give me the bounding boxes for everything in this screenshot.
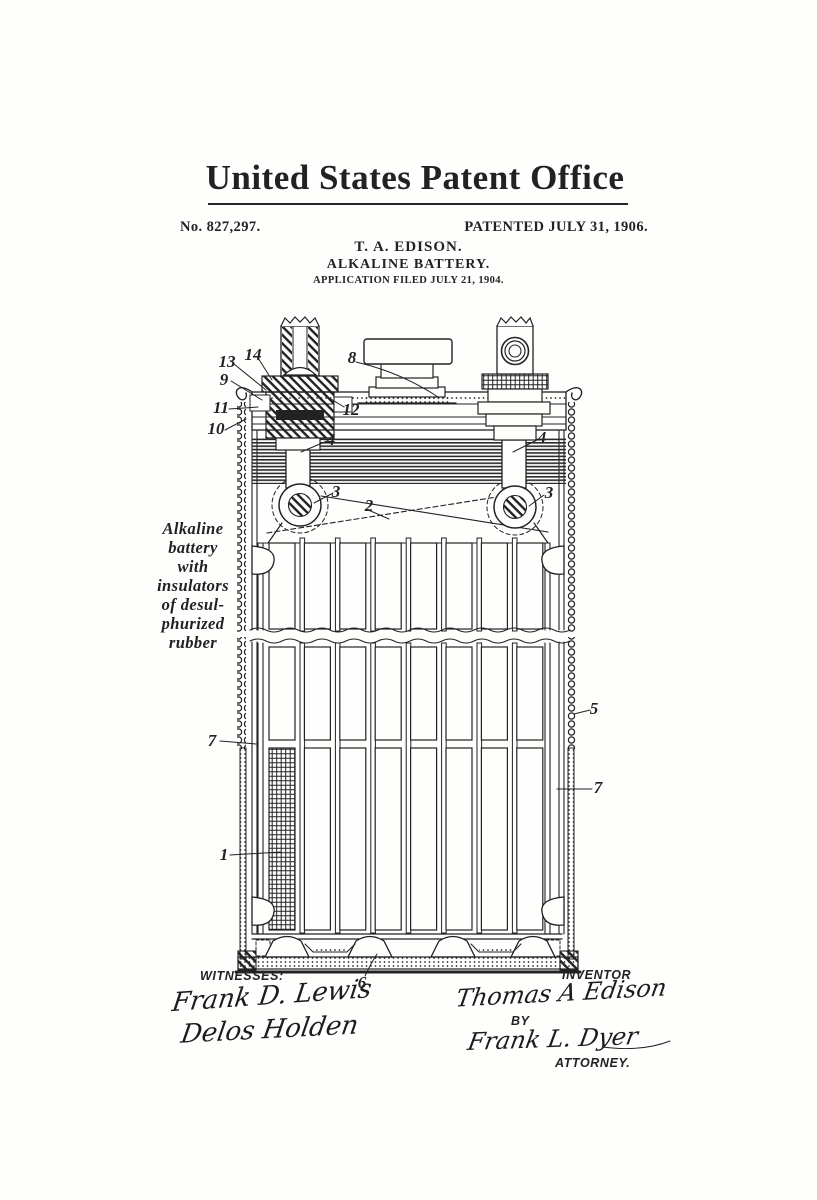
ref-label-9: 9 [220,370,229,389]
bottom-assembly [234,933,582,974]
connection-bosses [278,483,537,529]
ref-label-10: 10 [208,419,226,438]
ref-label-13: 13 [219,352,237,371]
plate-stack-upper [257,537,551,632]
ref-label-7-left: 7 [208,731,218,750]
application-filed-line: APPLICATION FILED JULY 21, 1904. [313,275,504,286]
ref-label-3-left: 3 [331,482,341,501]
applicant-name: T. A. EDISON. [354,239,463,255]
drawing-break [249,627,571,644]
right-terminal [477,316,551,441]
ref-label-8: 8 [348,348,357,367]
attorney-label: ATTORNEY. [555,1056,631,1070]
ref-label-7-right: 7 [594,778,604,797]
filler-cap [357,338,457,404]
margin-note: Alkaline battery with insulators of desu… [157,519,229,652]
ref-label-14: 14 [245,345,262,364]
ref-label-4-left: 4 [326,430,336,449]
page-title: United States Patent Office [205,158,625,197]
ref-label-6: 6 [358,973,367,992]
ref-label-11: 11 [213,398,229,417]
ref-label-4-right: 4 [537,428,547,447]
title-underline [208,203,628,206]
patent-number: No. 827,297. [180,219,261,235]
witnesses-label: WITNESSES: [200,969,284,983]
patented-date: PATENTED JULY 31, 1906. [464,219,648,235]
ref-label-3-right: 3 [544,483,554,502]
left-terminal [249,316,353,451]
ref-label-5: 5 [590,699,599,718]
plate-stack-lower [257,642,551,935]
leader-lines [219,357,671,1050]
side-clamp-tabs [251,545,565,926]
inventor-label: INVENTOR [562,968,632,982]
by-label: BY [511,1014,530,1028]
crosshatched-plate [268,747,296,931]
ref-label-1: 1 [220,845,229,864]
ref-label-2: 2 [364,496,374,515]
invention-title: ALKALINE BATTERY. [326,257,491,272]
ref-label-12: 12 [343,400,361,419]
